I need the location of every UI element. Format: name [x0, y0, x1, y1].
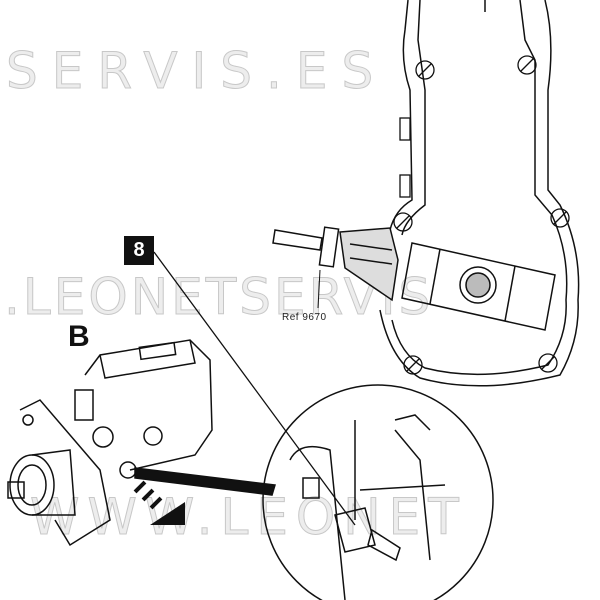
watermark-top: SERVIS.ES — [5, 42, 388, 100]
injection-pump — [7, 339, 213, 547]
ref-leader-line — [317, 269, 321, 309]
direction-arrow — [133, 480, 185, 525]
sensor-probe — [272, 226, 399, 302]
pointer-arrow — [134, 467, 276, 496]
callout-badge: 8 — [124, 236, 154, 265]
cover-screws — [393, 55, 570, 375]
reference-label: Ref 9670 — [282, 312, 327, 323]
watermark-bottom: WWW.LEONET — [30, 488, 467, 546]
watermark-middle: .LEONETSERVIS — [3, 268, 434, 326]
callout-leader-line — [153, 251, 356, 526]
view-label: B — [68, 320, 90, 353]
solenoid-body — [401, 242, 556, 331]
detail-magnifier — [262, 384, 494, 600]
